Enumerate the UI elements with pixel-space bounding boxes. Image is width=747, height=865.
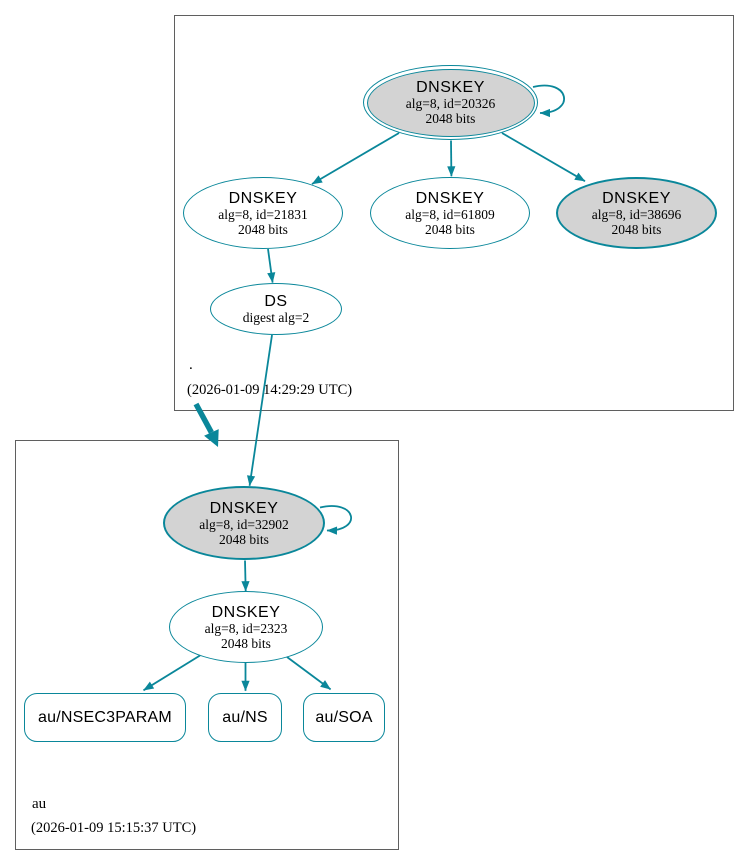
rrset-au-ns: au/NS <box>208 693 282 742</box>
node-title: DNSKEY <box>211 603 281 621</box>
rrset-label: au/NS <box>222 708 268 726</box>
node-title: DNSKEY <box>228 189 298 207</box>
node-bits: 2048 bits <box>425 221 475 237</box>
au-zone-timestamp: (2026-01-09 15:15:37 UTC) <box>31 820 197 836</box>
trust-anchor-ring <box>366 68 535 137</box>
node-digest-alg: digest alg=2 <box>242 310 310 325</box>
ds-node: DS digest alg=2 <box>210 283 342 335</box>
cluster-root-zone <box>174 15 734 411</box>
dnskey-61809-node: DNSKEY alg=8, id=61809 2048 bits <box>370 177 530 249</box>
dnskey-38696-node: DNSKEY alg=8, id=38696 2048 bits <box>556 177 717 249</box>
node-alg: alg=8, id=32902 <box>199 516 289 532</box>
rrset-label: au/SOA <box>315 708 373 726</box>
rrset-au-soa: au/SOA <box>303 693 385 742</box>
root-zone-label: . <box>189 357 193 373</box>
node-title: DNSKEY <box>602 189 671 207</box>
node-title: DS <box>264 293 288 310</box>
node-alg: alg=8, id=38696 <box>591 206 682 222</box>
node-title: DNSKEY <box>209 499 279 517</box>
node-bits: 2048 bits <box>238 221 288 237</box>
dnskey-2323-node: DNSKEY alg=8, id=2323 2048 bits <box>169 591 323 663</box>
rrset-au-nsec3param: au/NSEC3PARAM <box>24 693 186 742</box>
node-alg: alg=8, id=61809 <box>405 206 495 222</box>
dnskey-32902-node: DNSKEY alg=8, id=32902 2048 bits <box>163 486 325 560</box>
node-bits: 2048 bits <box>611 221 662 237</box>
au-zone-label: au <box>32 796 47 812</box>
node-bits: 2048 bits <box>425 111 476 126</box>
root-zone-timestamp: (2026-01-09 14:29:29 UTC) <box>187 382 353 398</box>
dnskey-20326-node: DNSKEY alg=8, id=20326 2048 bits <box>363 65 538 140</box>
node-title: DNSKEY <box>416 79 485 96</box>
node-bits: 2048 bits <box>221 635 271 651</box>
node-alg: alg=8, id=20326 <box>405 96 496 111</box>
rrset-label: au/NSEC3PARAM <box>38 708 172 726</box>
node-alg: alg=8, id=21831 <box>218 206 308 222</box>
node-title: DNSKEY <box>415 189 485 207</box>
node-bits: 2048 bits <box>219 531 269 547</box>
dnskey-21831-node: DNSKEY alg=8, id=21831 2048 bits <box>183 177 343 249</box>
node-alg: alg=8, id=2323 <box>204 620 288 636</box>
